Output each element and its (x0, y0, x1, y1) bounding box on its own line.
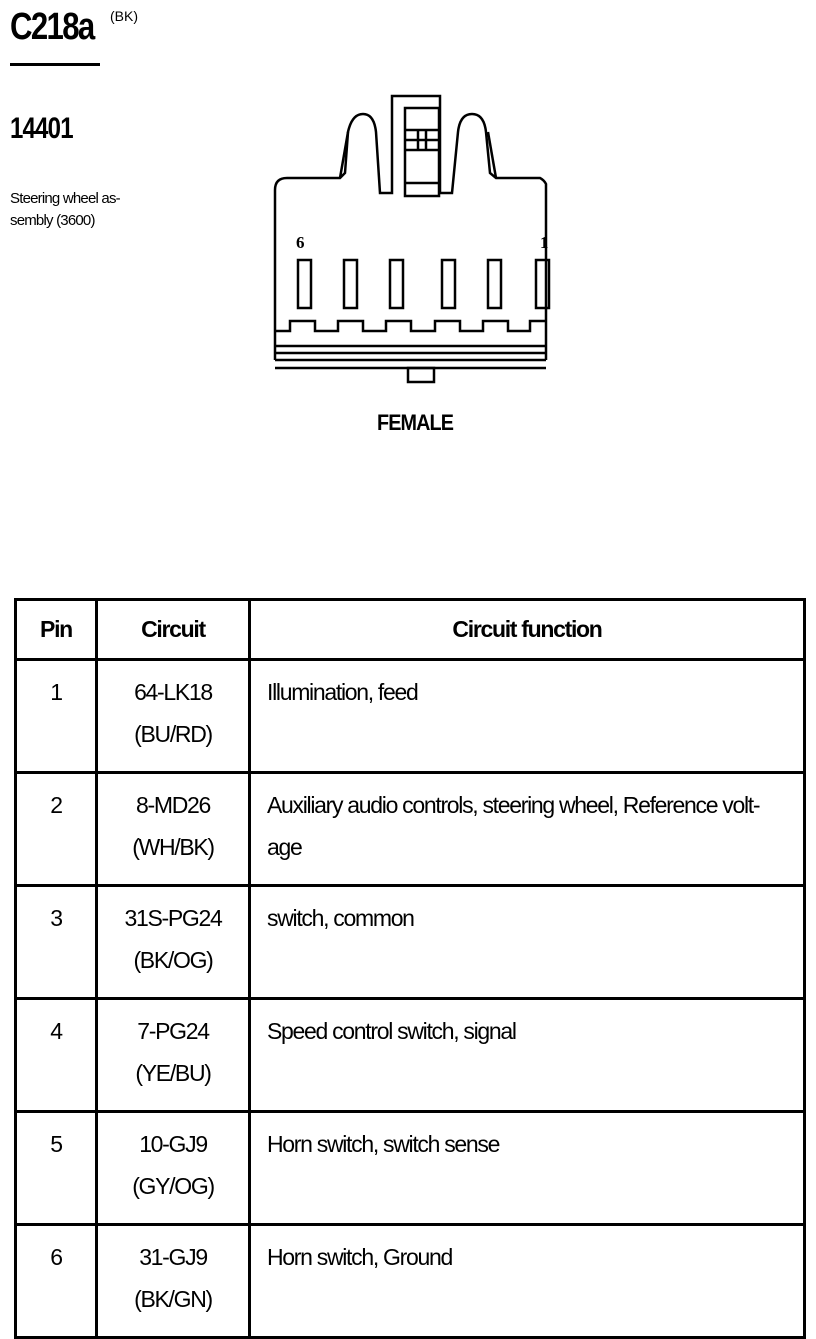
circuit-id: 7-PG24 (137, 1018, 210, 1044)
connector-id: C218a (10, 6, 95, 48)
table-row: 4 7-PG24 (YE/BU) Speed control switch, si… (14, 997, 806, 1113)
circuit-id: 64-LK18 (134, 679, 213, 705)
circuit-cell: 31S-PG24 (BK/OG) (95, 884, 251, 1000)
wire-color: (BK/OG) (133, 947, 213, 973)
wire-color: (BK/GN) (134, 1286, 213, 1312)
function-cell: Speed control switch, signal (248, 997, 806, 1113)
circuit-id: 10-GJ9 (139, 1131, 208, 1157)
function-cell: Auxiliary audio controls, steering wheel… (248, 771, 806, 887)
pin-label-1: 1 (540, 233, 549, 252)
wire-color: (GY/OG) (132, 1173, 215, 1199)
wire-color: (YE/BU) (135, 1060, 212, 1086)
pin-table: Pin Circuit Circuit function 1 64-LK18 (B… (14, 598, 806, 1339)
pin-cell: 5 (14, 1110, 98, 1226)
pin-cell: 4 (14, 997, 98, 1113)
header-circuit-function: Circuit function (248, 598, 806, 661)
wire-color: (WH/BK) (132, 834, 215, 860)
pin-cell: 1 (14, 658, 98, 774)
table-row: 3 31S-PG24 (BK/OG) switch, common (14, 884, 806, 1000)
circuit-cell: 31-GJ9 (BK/GN) (95, 1223, 251, 1339)
pin-cell: 3 (14, 884, 98, 1000)
wire-color: (BU/RD) (134, 721, 213, 747)
table-row: 2 8-MD26 (WH/BK) Auxiliary audio controls… (14, 771, 806, 887)
connector-diagram: 6 1 (260, 88, 580, 398)
table-row: 1 64-LK18 (BU/RD) Illumination, feed (14, 658, 806, 774)
function-cell: Horn switch, Ground (248, 1223, 806, 1339)
connector-face-drawing: 6 1 (273, 94, 551, 384)
function-cell: Illumination, feed (248, 658, 806, 774)
circuit-id: 31S-PG24 (124, 905, 223, 931)
circuit-cell: 8-MD26 (WH/BK) (95, 771, 251, 887)
pin-cell: 6 (14, 1223, 98, 1339)
table-header-row: Pin Circuit Circuit function (14, 598, 806, 661)
circuit-cell: 64-LK18 (BU/RD) (95, 658, 251, 774)
header-pin: Pin (14, 598, 98, 661)
circuit-cell: 10-GJ9 (GY/OG) (95, 1110, 251, 1226)
circuit-id: 8-MD26 (135, 792, 211, 818)
circuit-cell: 7-PG24 (YE/BU) (95, 997, 251, 1113)
table-row: 5 10-GJ9 (GY/OG) Horn switch, switch sens… (14, 1110, 806, 1226)
header-circuit: Circuit (95, 598, 251, 661)
table-row: 6 31-GJ9 (BK/GN) Horn switch, Ground (14, 1223, 806, 1339)
pin-cell: 2 (14, 771, 98, 887)
view-label: FEMALE (377, 410, 454, 435)
connector-color: (BK) (110, 8, 138, 24)
function-cell: Horn switch, switch sense (248, 1110, 806, 1226)
part-number: 14401 (10, 112, 74, 145)
component-description: Steering wheel as-sembly (3600) (10, 190, 121, 229)
title-underline (10, 63, 100, 66)
function-cell: switch, common (248, 884, 806, 1000)
pin-label-6: 6 (296, 233, 305, 252)
circuit-id: 31-GJ9 (139, 1244, 208, 1270)
